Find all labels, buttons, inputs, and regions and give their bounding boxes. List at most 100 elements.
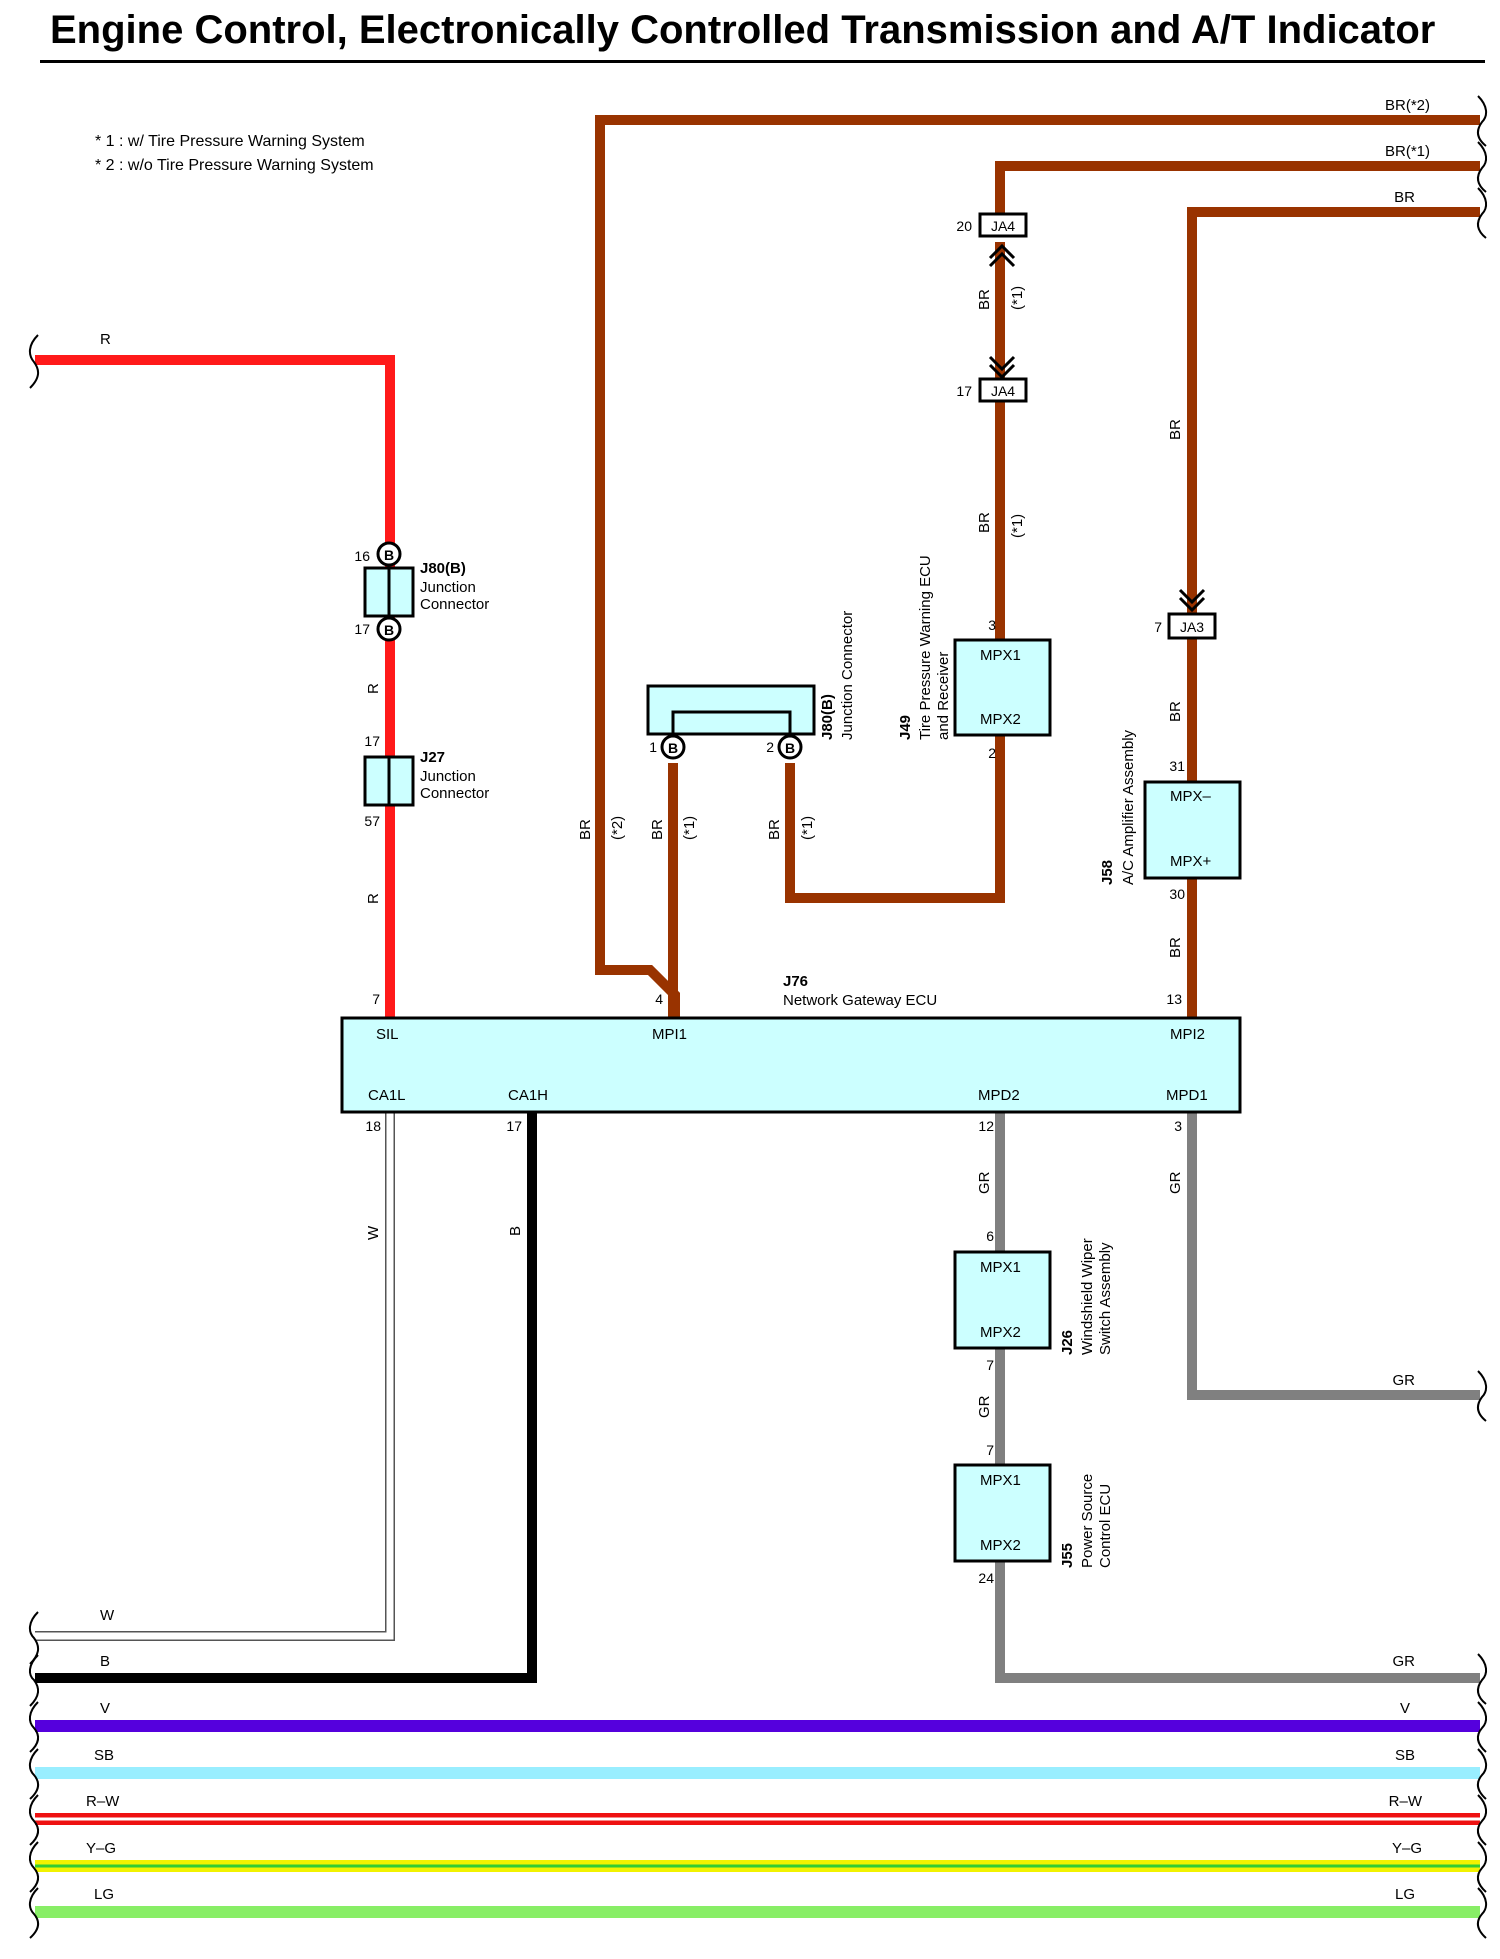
label-bus-sb-right: SB: [1395, 1747, 1415, 1764]
j49-pin-top: 3: [988, 617, 996, 633]
label-gr-c: GR: [976, 1395, 993, 1418]
j26-name-2: Switch Assembly: [1097, 1242, 1114, 1355]
label-br-star2: BR(*2): [1385, 97, 1430, 114]
j80-top-id: J80(B): [420, 560, 466, 577]
ja3-body: [1167, 612, 1217, 640]
j76-terminal-mpd1: MPD1: [1166, 1087, 1208, 1104]
j58-body: [1143, 780, 1242, 880]
ja4-top-pin: 20: [956, 218, 972, 234]
label-br-j58a: BR: [1167, 701, 1184, 722]
j27-name-1: Junction: [420, 768, 476, 785]
j80-top-name-2: Connector: [420, 596, 489, 613]
j58-name: A/C Amplifier Assembly: [1120, 729, 1137, 885]
j26-body: [953, 1250, 1052, 1350]
title-underline: [40, 60, 1485, 63]
ja4-top-body: [978, 212, 1028, 238]
j76-network-gateway-ecu: J76 Network Gateway ECU SIL MPI1 MPI2 CA…: [340, 973, 1242, 1134]
wire-br-j49-out: [785, 735, 1005, 903]
j76-terminal-sil: SIL: [376, 1026, 399, 1043]
j27-id: J27: [420, 749, 445, 766]
j49-body: [953, 638, 1052, 737]
j55-name-1: Power Source: [1079, 1474, 1096, 1568]
label-gr-a: GR: [1167, 1171, 1184, 1194]
wire-br-star2: [595, 115, 1480, 1018]
j76-terminal-ca1l: CA1L: [368, 1087, 406, 1104]
j80-mid-body: [646, 684, 816, 736]
ja3-chevron-1: [1178, 588, 1206, 605]
ja4-bottom-connector: JA4 17: [956, 355, 1028, 403]
j26-pin-top: 6: [986, 1228, 994, 1244]
j26-pin-bottom: 7: [986, 1357, 994, 1373]
label-br-star1-a-note: (*1): [681, 816, 698, 840]
j80-top-name-1: Junction: [420, 579, 476, 596]
ja3-chevron-2: [1178, 596, 1206, 613]
j49-pin-bottom: 2: [988, 745, 996, 761]
j76-pin-mpi1: 4: [655, 991, 663, 1007]
label-bus-yg-right: Y–G: [1392, 1840, 1422, 1857]
label-bus-v-left: V: [100, 1700, 110, 1717]
j76-name: Network Gateway ECU: [783, 992, 937, 1009]
ja4-top-chevron-2: [988, 251, 1016, 268]
j27-pin-57: 57: [364, 813, 380, 829]
ja3-connector: JA3 7: [1154, 588, 1217, 640]
j76-id: J76: [783, 973, 808, 990]
j58-id: J58: [1099, 860, 1116, 885]
label-br-star2-seg: BR: [577, 819, 594, 840]
j76-body: [340, 1016, 1242, 1114]
j58-pin-top: 31: [1169, 758, 1185, 774]
label-bus-gr-right: GR: [1393, 1653, 1416, 1670]
ja4-bottom-body: [978, 377, 1028, 403]
wire-gr-j55-out: [995, 1561, 1480, 1683]
label-b-seg: B: [507, 1226, 524, 1236]
wire-br-star1-top: [995, 161, 1480, 217]
j80-mid-pin-2: [777, 734, 803, 760]
j76-terminal-mpd2: MPD2: [978, 1087, 1020, 1104]
ja4-top-chevron-1: [988, 243, 1016, 260]
label-bus-lg-left: LG: [94, 1886, 114, 1903]
ja3-label: JA3: [1180, 619, 1204, 635]
j76-pin-ca1l: 18: [365, 1118, 381, 1134]
j49-name-1: Tire Pressure Warning ECU: [917, 555, 934, 740]
j80-top-pin-17: [376, 616, 402, 642]
j55-terminal-1: MPX1: [980, 1472, 1021, 1489]
j49-id: J49: [897, 715, 914, 740]
j58-terminal-2: MPX+: [1170, 853, 1212, 870]
label-bus-b-left: B: [100, 1653, 110, 1670]
label-r-seg2: R: [365, 893, 382, 904]
label-br-star1-a: BR: [649, 819, 666, 840]
note-1: * 1 : w/ Tire Pressure Warning System: [95, 133, 365, 150]
j76-terminal-mpi2: MPI2: [1170, 1026, 1205, 1043]
j80-mid-pin-1-letter: B: [668, 740, 678, 756]
j80-mid-id: J80(B): [819, 694, 836, 740]
j58-terminal-1: MPX–: [1170, 788, 1212, 805]
label-br-ja3: BR: [1167, 419, 1184, 440]
j55-pin-top: 7: [986, 1442, 994, 1458]
label-br-j58b: BR: [1167, 937, 1184, 958]
label-br-star1: BR(*1): [1385, 143, 1430, 160]
label-br-j49: BR: [976, 512, 993, 533]
ja4-top-connector: JA4 20: [956, 212, 1028, 268]
j27-connector: 17 57 J27 Junction Connector: [363, 733, 489, 829]
j80-top-connector: B B 16 17 J80(B) Junction Connector: [354, 541, 489, 642]
wire-r: [35, 355, 395, 1018]
j76-pin-mpd2: 12: [978, 1118, 994, 1134]
label-gr-right: GR: [1393, 1372, 1416, 1389]
j80-mid-connector: B B 1 2 J80(B) Junction Connector: [646, 611, 856, 760]
j49-terminal-1: MPX1: [980, 647, 1021, 664]
label-br-star1-b-note: (*1): [799, 816, 816, 840]
label-bus-rw-left: R–W: [86, 1793, 120, 1810]
wire-br-right: [1187, 207, 1480, 615]
j55-id: J55: [1059, 1543, 1076, 1568]
break-marks-left: [28, 334, 40, 1939]
label-bus-sb-left: SB: [94, 1747, 114, 1764]
label-bus-yg-left: Y–G: [86, 1840, 116, 1857]
j80-top-pin-16-letter: B: [384, 547, 394, 563]
j80-mid-pin-1-number: 1: [649, 739, 657, 755]
j58-amplifier: MPX– MPX+ 31 30 J58 A/C Amplifier Assemb…: [1099, 729, 1242, 902]
j55-pin-bottom: 24: [978, 1570, 994, 1586]
j80-mid-pin-2-letter: B: [785, 740, 795, 756]
label-r-seg1: R: [365, 683, 382, 694]
j80-top-pin-16-number: 16: [354, 548, 370, 564]
ja4-bottom-label: JA4: [991, 383, 1015, 399]
